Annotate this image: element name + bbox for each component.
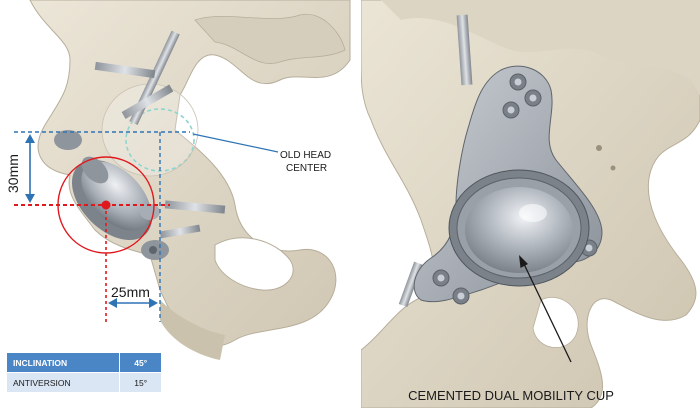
new-center-dot [101,200,111,210]
left-ct-render: 30mm 25mm OLD HEAD CENTER [5,0,351,360]
screw-icon [456,14,473,86]
right-ct-render: CEMENTED DUAL MOBILITY CUP [361,0,700,408]
left-panel: 30mm 25mm OLD HEAD CENTER INCLINATION 45… [5,0,351,393]
right-panel: CEMENTED DUAL MOBILITY CUP [361,0,700,408]
old-head-label-line2: CENTER [286,163,327,174]
parameters-table: INCLINATION 45° ANTIVERSION 15° [5,352,162,393]
pelvis-bone [29,0,351,360]
table-row: ANTIVERSION 15° [5,372,162,393]
table-row: INCLINATION 45° [5,352,162,373]
cup-label: CEMENTED DUAL MOBILITY CUP [408,388,614,403]
screw-icon [94,30,226,239]
cup-leader [522,261,572,363]
acetabular-cup-icon [54,130,169,260]
inclination-value: 45° [119,352,162,373]
old-head-label-line1: OLD HEAD [280,150,331,161]
old-head-leader [192,133,279,153]
antiversion-label: ANTIVERSION [5,372,121,393]
acetabular-cup-icon [413,65,603,305]
vertical-measure-label: 30mm [5,154,21,193]
horizontal-measure-label: 25mm [111,284,150,300]
inclination-label: INCLINATION [5,352,121,373]
antiversion-value: 15° [119,372,162,393]
